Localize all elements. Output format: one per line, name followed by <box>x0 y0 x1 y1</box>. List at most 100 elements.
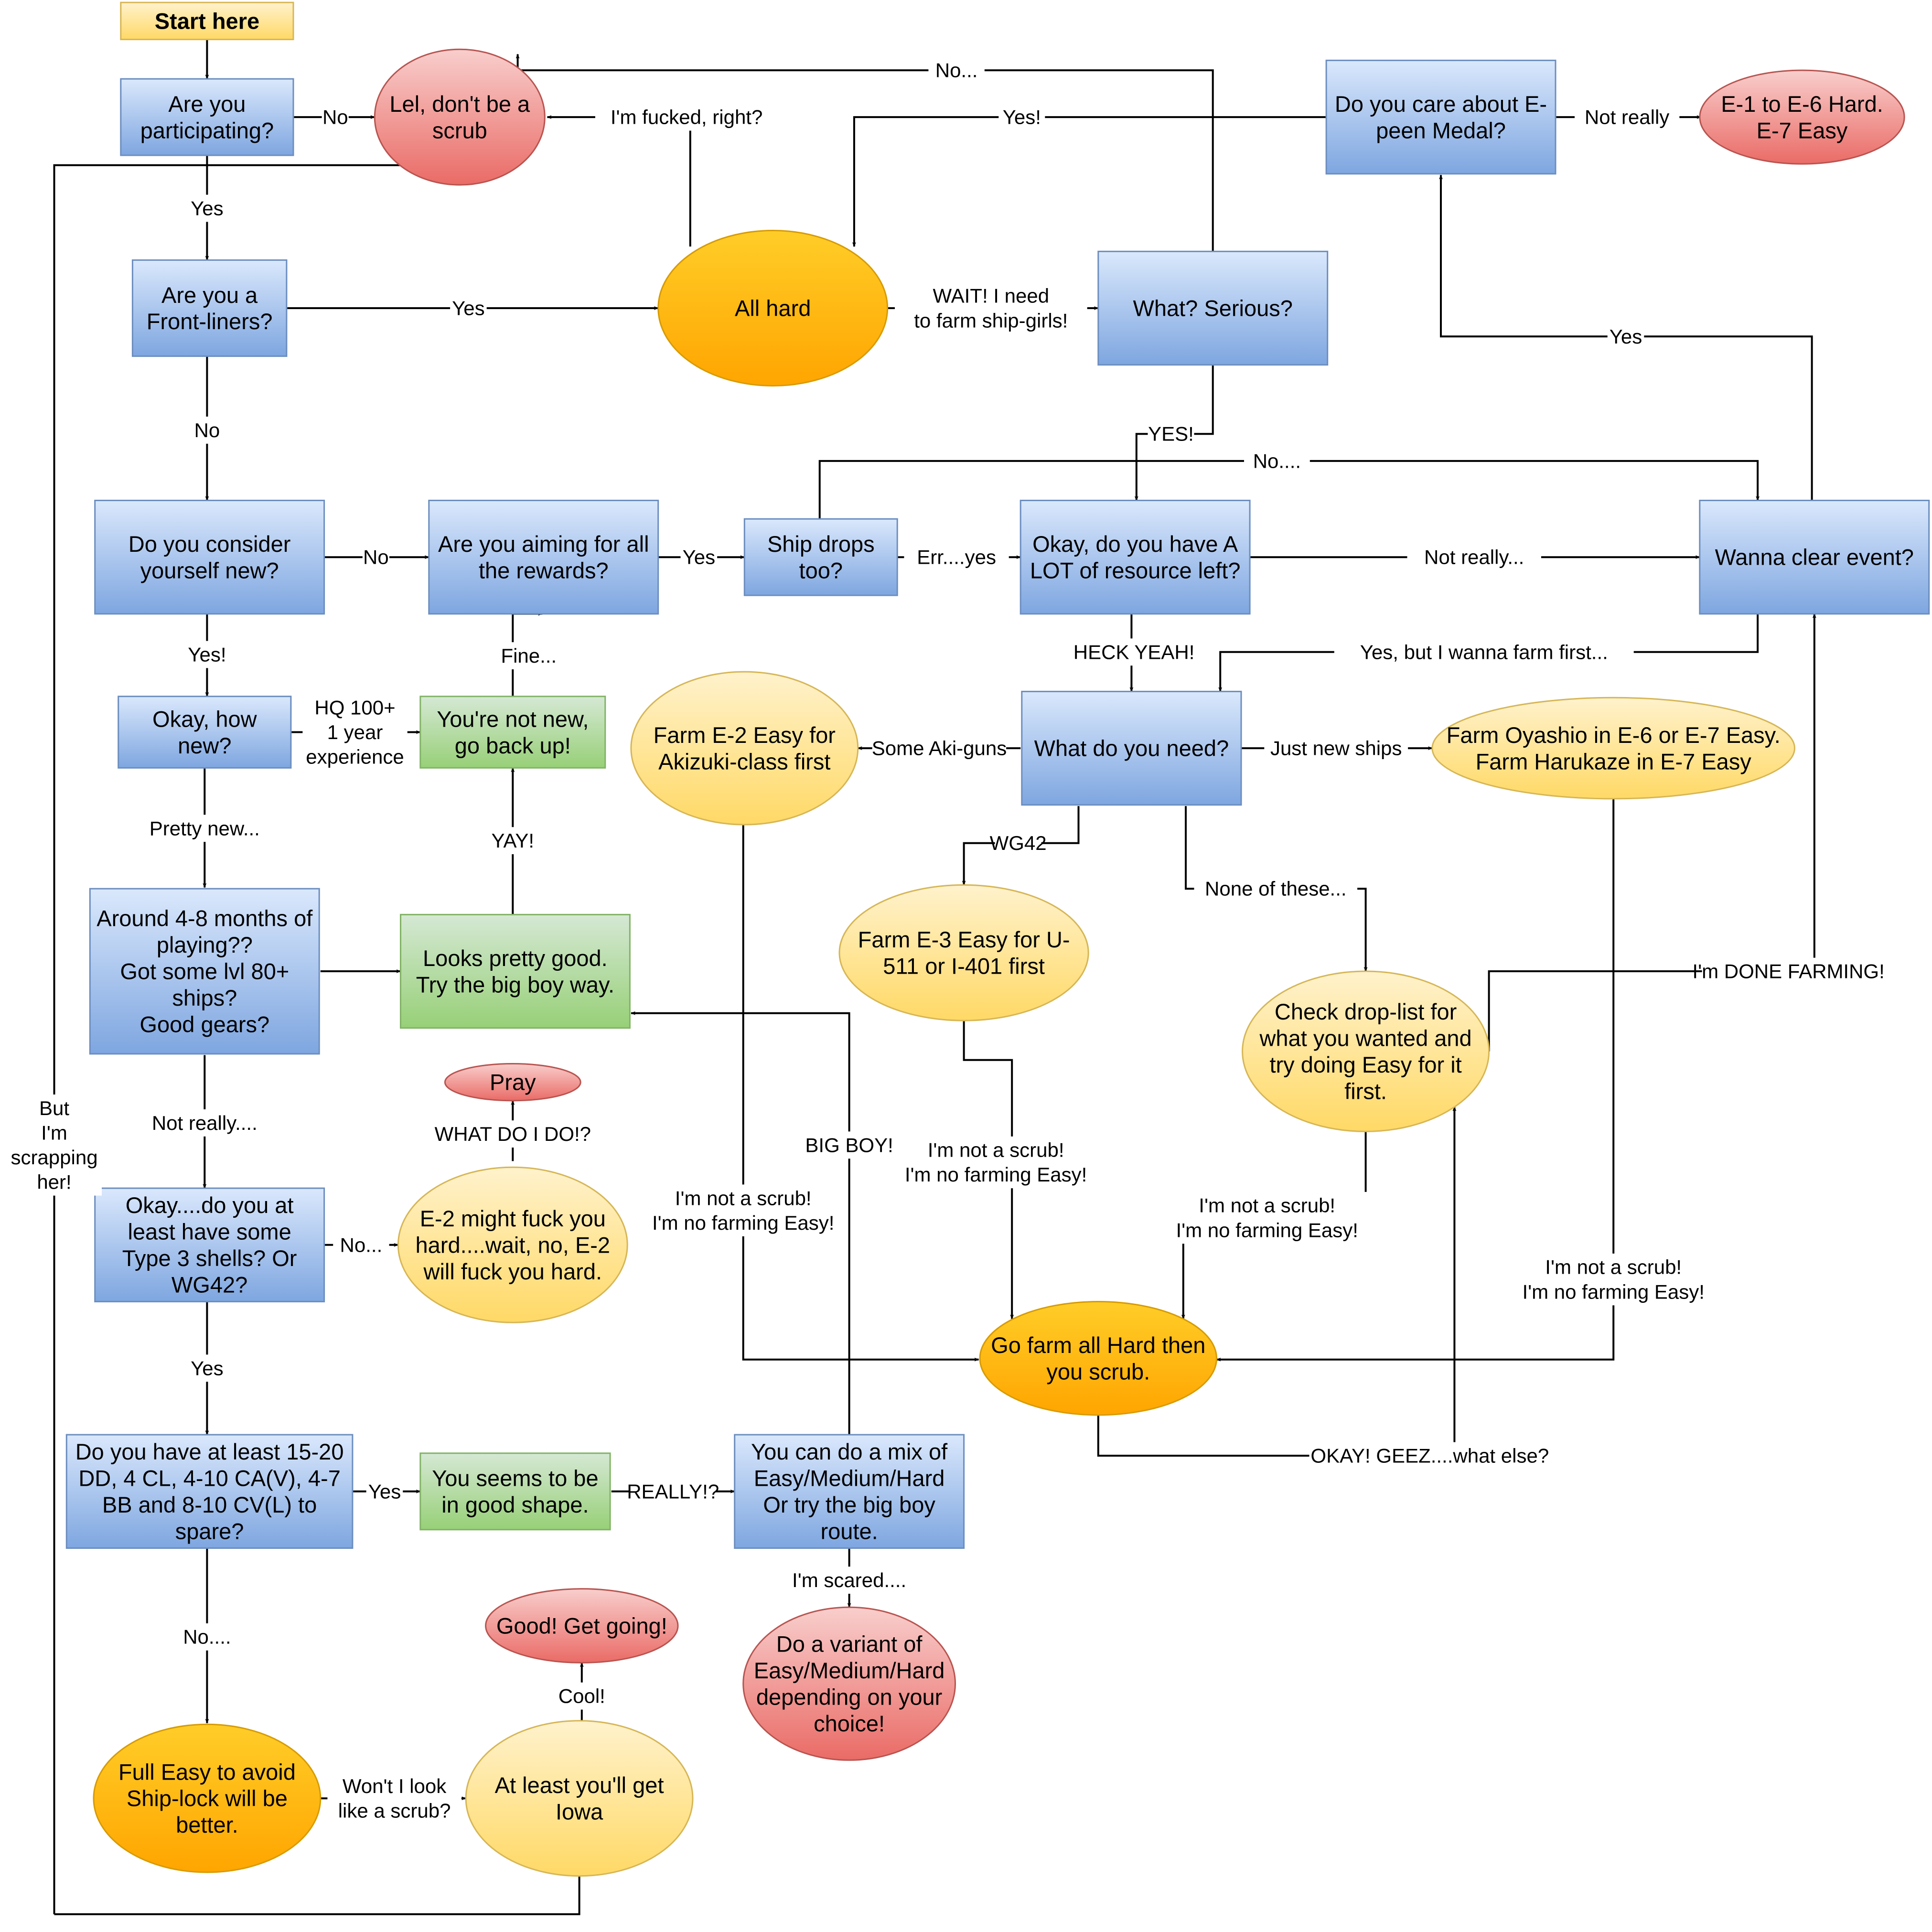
node-label: Farm E-3 Easy for U- <box>858 927 1070 952</box>
node-label: ships? <box>172 985 237 1010</box>
no-4dots-edge-label: No.... <box>1244 447 1310 475</box>
edge-label-text: Yes <box>452 297 485 320</box>
scrub-drop-edge-label: I'm not a scrub!I'm no farming Easy! <box>1166 1191 1368 1244</box>
edge-label-bg <box>998 103 1045 131</box>
connector-edge <box>1097 1106 1457 1457</box>
cool-edge-label: Cool! <box>554 1682 610 1710</box>
no-shells-edge-label: No... <box>333 1231 389 1259</box>
edge-label-text: HECK YEAH! <box>1073 641 1195 663</box>
edge-label-text: None of these... <box>1205 878 1347 900</box>
node-shape <box>94 1187 325 1303</box>
edge-label-bg <box>1702 957 1875 985</box>
node-label: You seems to be <box>432 1466 598 1491</box>
edge-label-bg <box>327 1772 462 1825</box>
scrub-oya-edge-label: I'm not a scrub!I'm no farming Easy! <box>1512 1253 1715 1306</box>
node-shape <box>743 518 898 596</box>
node-label: Easy/Medium/Hard <box>754 1466 945 1491</box>
node-shape <box>93 1723 322 1873</box>
node-label: participating? <box>140 118 274 143</box>
edge-label-bg <box>806 1131 892 1159</box>
node-label: Okay, how <box>152 706 258 731</box>
yes-upper-edge-label: Yes <box>1607 323 1644 350</box>
big-boy-excl-edge-label: BIG BOY! <box>805 1131 893 1159</box>
connector-edge <box>53 163 408 1914</box>
node-shape <box>1021 690 1242 806</box>
node-label: Do you consider <box>129 531 291 557</box>
edge-label-bg <box>183 641 230 668</box>
node-label: Are you a <box>161 282 258 308</box>
start-node: Start here <box>120 1 294 41</box>
edge-label-bg <box>895 282 1087 334</box>
node-label: you scrub. <box>1046 1359 1150 1384</box>
node-label: playing?? <box>157 932 253 957</box>
node-shape <box>120 78 294 156</box>
edge-label-bg <box>642 1184 845 1236</box>
yes-2-edge-label: Yes <box>450 294 487 322</box>
edge-label-bg <box>895 1136 1097 1189</box>
edge-label-bg <box>1264 734 1408 762</box>
node-label: Ship-lock will be <box>127 1786 288 1811</box>
node-shape <box>89 888 320 1055</box>
not-really-edge-label: Not really <box>1575 103 1680 131</box>
done-edge-label: I'm DONE FARMING! <box>1692 957 1885 985</box>
edge-label-bg <box>440 1120 585 1148</box>
edge-label-text: No... <box>340 1234 383 1256</box>
epeen-node: Do you care about E-peen Medal? <box>1325 59 1556 175</box>
edge-label-text: Just new ships <box>1270 737 1402 760</box>
node-label: Do you care about E- <box>1335 91 1547 117</box>
edge-label-bg <box>333 1231 389 1259</box>
edge-label-text: I'm fucked, right? <box>611 106 763 129</box>
node-shape <box>630 671 859 826</box>
edge-label-bg <box>193 417 221 444</box>
edge-label-text: Yes <box>1610 325 1642 348</box>
pray-node: Pray <box>444 1063 581 1102</box>
node-label: What do you need? <box>1034 736 1229 761</box>
edge-label-text: No <box>194 419 220 441</box>
node-label: Good gears? <box>140 1012 269 1037</box>
edge-label-text: her! <box>37 1171 71 1193</box>
node-label: the rewards? <box>479 558 609 583</box>
edge-label-text: experience <box>306 746 404 768</box>
node-label: Check drop-list for <box>1275 999 1457 1024</box>
edge-label-text: Yes <box>191 1357 224 1379</box>
edge-label-bg <box>1512 1253 1715 1306</box>
node-label: go back up! <box>455 733 571 758</box>
edge-label-text: I'm not a scrub! <box>1199 1194 1335 1217</box>
edge-label-bg <box>928 56 985 84</box>
node-shape <box>65 1434 354 1549</box>
node-shape <box>419 1452 611 1531</box>
edge-label-text: Yes <box>191 197 224 220</box>
node-label: E-7 Easy <box>1757 118 1848 143</box>
err-yes-edge-label: Err....yes <box>904 543 1009 571</box>
edge-label-bg <box>1607 323 1644 350</box>
node-shape <box>397 1166 628 1323</box>
node-shape <box>485 1588 679 1664</box>
edge-label-text: Yes, but I wanna farm first... <box>1360 641 1608 663</box>
node-label: All hard <box>735 296 811 321</box>
connector-edge <box>547 115 691 247</box>
node-label: Okay, do you have A <box>1032 531 1238 557</box>
node-label: better. <box>176 1812 238 1837</box>
what-do-edge-label: WHAT DO I DO!? <box>435 1120 591 1148</box>
yes-excl-edge-label: Yes! <box>998 103 1045 131</box>
node-shape <box>838 884 1089 1021</box>
node-label: Do you have at least 15-20 <box>75 1439 344 1464</box>
node-label: E-2 might fuck you <box>420 1206 606 1231</box>
edge-label-text: Yes <box>683 546 716 569</box>
edge-label-bg <box>302 694 408 771</box>
node-label: E-1 to E-6 Hard. <box>1721 91 1883 117</box>
edge-label-bg <box>132 1109 277 1137</box>
fucked-edge-label: I'm fucked, right? <box>595 103 778 131</box>
okay-geez-edge-label: OKAY! GEEZ....what else? <box>1309 1442 1551 1470</box>
node-label: Good! Get going! <box>496 1613 667 1639</box>
